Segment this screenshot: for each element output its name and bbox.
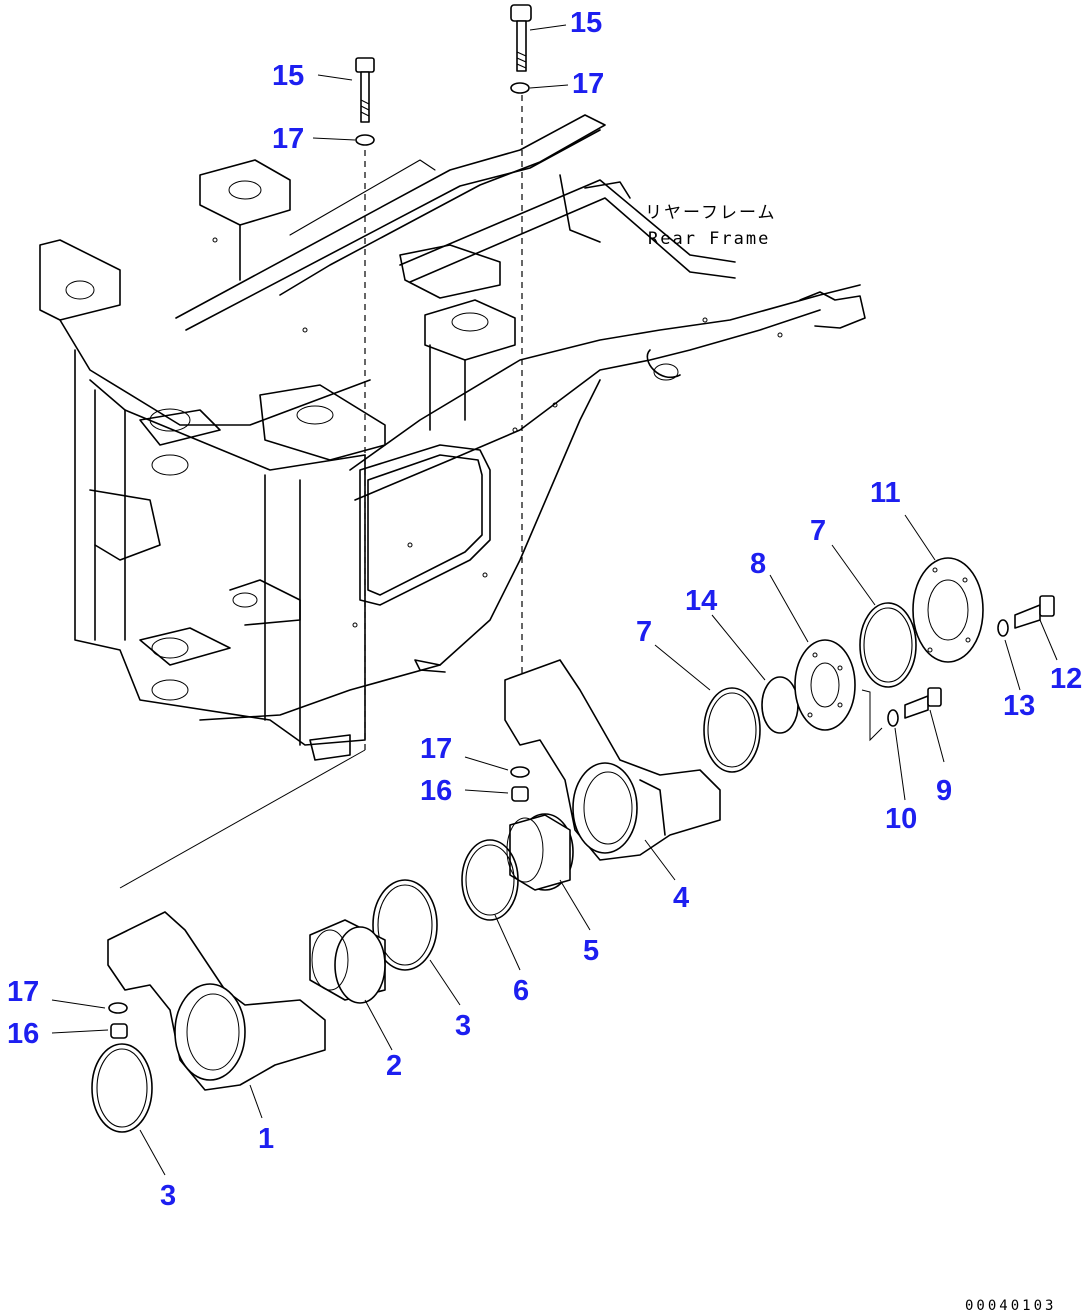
washer-10 bbox=[887, 709, 899, 727]
callout-label: 17 bbox=[272, 123, 304, 155]
shim-7-lower bbox=[703, 687, 761, 773]
plate-8 bbox=[794, 639, 856, 731]
callout-label: 3 bbox=[160, 1180, 176, 1212]
ring-3-lower bbox=[91, 1043, 153, 1133]
cover-11 bbox=[912, 557, 984, 663]
support-4 bbox=[504, 659, 721, 861]
washer-top-right bbox=[510, 82, 530, 94]
shim-7-upper bbox=[859, 602, 917, 688]
bolt-9 bbox=[904, 687, 942, 719]
nut-middle bbox=[511, 786, 529, 802]
support-1 bbox=[107, 911, 326, 1091]
callout-label: 3 bbox=[455, 1010, 471, 1042]
washer-lower bbox=[108, 1002, 128, 1014]
frame-label-japanese: リヤーフレーム bbox=[645, 203, 776, 223]
callout-label: 8 bbox=[750, 548, 766, 580]
callout-label: 12 bbox=[1050, 663, 1082, 695]
callout-label: 7 bbox=[636, 616, 652, 648]
callout-label: 16 bbox=[420, 775, 452, 807]
frame-label-english: Rear Frame bbox=[648, 229, 770, 249]
leader-lines bbox=[51, 24, 1058, 1176]
bolt-right bbox=[510, 4, 532, 72]
bolt-left bbox=[355, 57, 375, 123]
callout-label: 6 bbox=[513, 975, 529, 1007]
callout-label: 5 bbox=[583, 935, 599, 967]
callout-label: 17 bbox=[7, 976, 39, 1008]
ring-3-upper bbox=[372, 879, 438, 971]
nut-lower bbox=[110, 1023, 128, 1039]
bolt-12 bbox=[1014, 595, 1055, 629]
washer-middle bbox=[510, 766, 530, 778]
washer-top-left bbox=[355, 134, 375, 146]
callout-labels: 15 15 17 17 11 7 8 14 7 12 13 9 10 17 16… bbox=[7, 7, 1082, 1212]
callout-label: 15 bbox=[570, 7, 602, 39]
ring-6 bbox=[461, 839, 519, 921]
callout-label: 1 bbox=[258, 1123, 274, 1155]
callout-label: 4 bbox=[673, 882, 689, 914]
bushing-2 bbox=[309, 919, 386, 1004]
rear-frame bbox=[39, 114, 866, 761]
o-ring-14 bbox=[761, 676, 799, 734]
callout-label: 14 bbox=[685, 585, 717, 617]
washer-13 bbox=[997, 619, 1009, 637]
callout-label: 13 bbox=[1003, 690, 1035, 722]
bushing-5 bbox=[506, 813, 574, 891]
callout-label: 7 bbox=[810, 515, 826, 547]
callout-label: 11 bbox=[870, 477, 901, 509]
callout-label: 17 bbox=[420, 733, 452, 765]
callout-label: 2 bbox=[386, 1050, 402, 1082]
callout-label: 16 bbox=[7, 1018, 39, 1050]
drawing-code: 00040103 bbox=[965, 1298, 1056, 1314]
center-lines bbox=[119, 95, 523, 889]
callout-label: 17 bbox=[572, 68, 604, 100]
callout-label: 9 bbox=[936, 775, 952, 807]
callout-label: 15 bbox=[272, 60, 304, 92]
callout-label: 10 bbox=[885, 803, 917, 835]
